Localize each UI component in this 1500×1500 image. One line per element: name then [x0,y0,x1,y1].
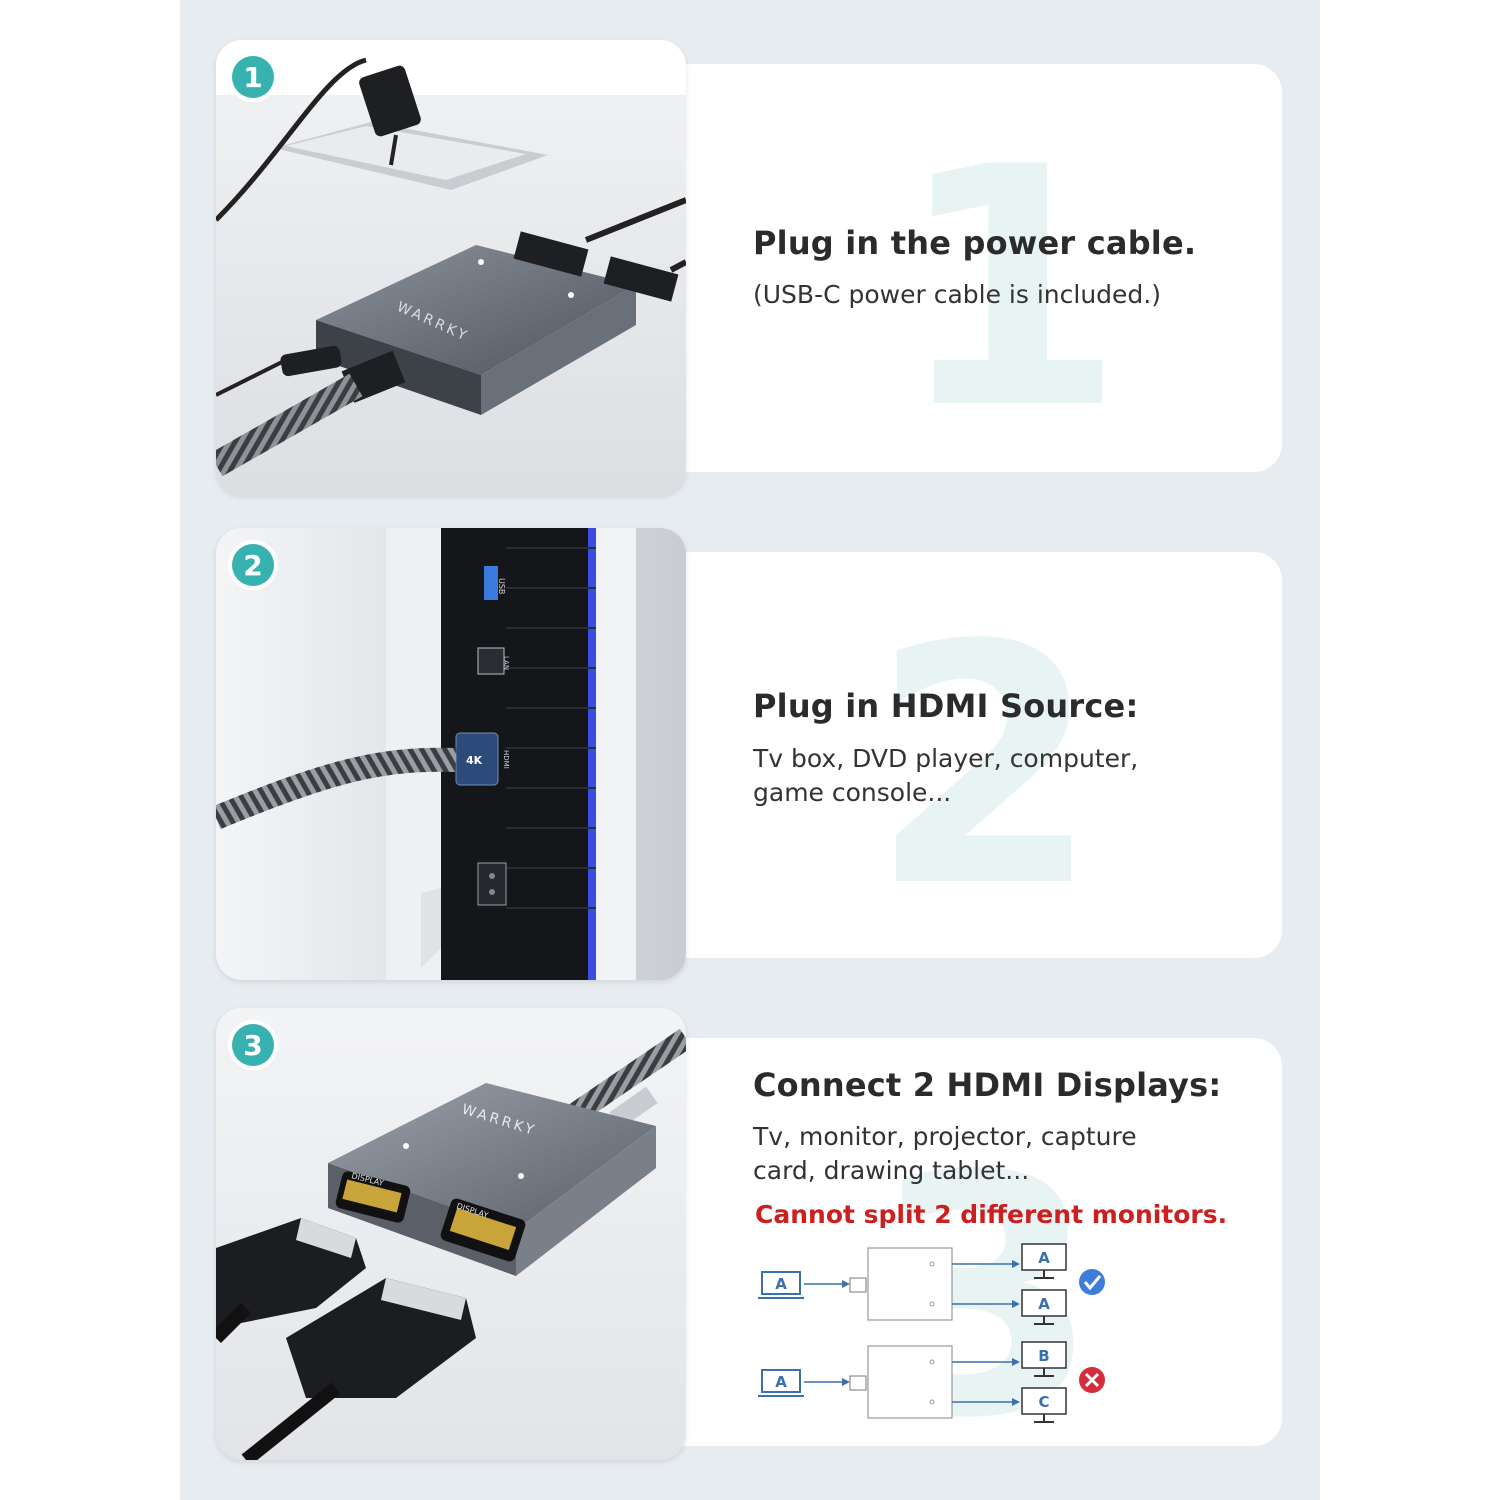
step-1-badge-number: 1 [232,56,274,98]
step-1-title: Plug in the power cable. [753,224,1197,262]
check-icon [1079,1269,1105,1295]
step-3-description-line-1: Tv, monitor, projector, capture [753,1122,1137,1151]
step-2-card: 2 Plug in HDMI Source: Tv box, DVD playe… [630,552,1282,958]
incorrect-output-2-label: C [1038,1393,1049,1411]
incorrect-source-label: A [775,1373,787,1391]
step-2: 2 Plug in HDMI Source: Tv box, DVD playe… [180,528,1320,988]
step-1-photo: WARRKY 1 [216,40,686,495]
svg-text:USB: USB [497,578,506,594]
incorrect-diagram-row: A B C [758,1341,1105,1423]
step-2-title: Plug in HDMI Source: [753,687,1139,725]
step-3-card: 3 Connect 2 HDMI Displays: Tv, monitor, … [630,1038,1282,1463]
incorrect-output-1-label: B [1038,1347,1049,1365]
step-3-badge: 3 [228,1020,278,1070]
step-3-description-line-2: card, drawing tablet... [753,1156,1030,1185]
step-2-background-number: 2 [870,575,1100,959]
split-diagram: A A A [750,1238,1130,1432]
correct-diagram-row: A A A [758,1243,1105,1325]
power-cable-photo-icon: WARRKY [216,40,686,495]
step-1-card: 1 Plug in the power cable. (USB-C power … [630,64,1282,472]
correct-output-1-label: A [1038,1249,1050,1267]
step-2-description-line-1: Tv box, DVD player, computer, [753,744,1139,773]
step-2-description: Tv box, DVD player, computer, game conso… [753,742,1263,810]
step-3-badge-number: 3 [232,1024,274,1066]
step-1-badge: 1 [228,52,278,102]
step-1-background-number: 1 [895,97,1125,481]
step-2-badge-number: 2 [232,544,274,586]
correct-source-label: A [775,1275,787,1293]
console-hdmi-photo-icon: USB LAN HDMI 4K [216,528,686,980]
step-3-photo: WARRKY DISPLAY DISPLAY 3 [216,1008,686,1460]
svg-text:4K: 4K [466,754,483,767]
step-2-badge: 2 [228,540,278,590]
step-2-photo: USB LAN HDMI 4K 2 [216,528,686,980]
step-2-description-line-2: game console... [753,778,952,807]
step-1: 1 Plug in the power cable. (USB-C power … [180,40,1320,500]
svg-text:LAN: LAN [502,656,510,670]
splitter-displays-photo-icon: WARRKY DISPLAY DISPLAY [216,1008,686,1460]
svg-text:HDMI: HDMI [502,750,510,769]
step-3-warning: Cannot split 2 different monitors. [755,1200,1228,1229]
step-1-description: (USB-C power cable is included.) [753,280,1161,309]
step-3-title: Connect 2 HDMI Displays: [753,1066,1222,1104]
step-3: 3 Connect 2 HDMI Displays: Tv, monitor, … [180,1008,1320,1468]
step-3-description: Tv, monitor, projector, capture card, dr… [753,1120,1263,1188]
correct-output-2-label: A [1038,1295,1050,1313]
page-canvas: 1 Plug in the power cable. (USB-C power … [180,0,1320,1500]
